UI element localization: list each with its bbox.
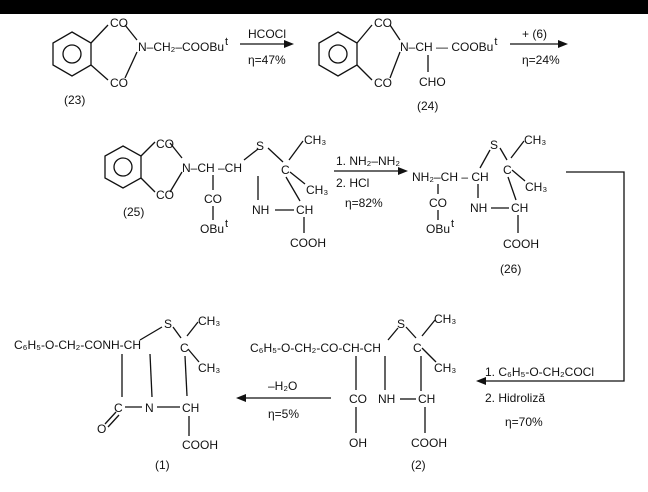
sulfur: S — [164, 317, 172, 331]
step-1: 1. C₆H₅-O-CH₂COCl — [485, 365, 594, 379]
carboxyl: COOH — [503, 237, 539, 251]
compound-23: CO CO N–CH₂–COOBut (23) — [52, 16, 228, 107]
methyl-a: CH₃ — [198, 314, 220, 328]
side-chain: C₆H₅-O-CH₂-CO-CH-CH — [250, 341, 381, 355]
methyl-b: CH₃ — [198, 361, 220, 375]
yield: η=70% — [505, 415, 543, 429]
lactam-nitrogen: N — [145, 401, 154, 415]
methyl-a: CH₃ — [524, 133, 546, 147]
methyl-b: CH₃ — [525, 180, 547, 194]
tert-butoxy: OBu — [200, 222, 224, 236]
oxo-oxygen: O — [97, 422, 106, 436]
sulfur: S — [256, 139, 264, 153]
reagent: + (6) — [522, 27, 547, 41]
methyl-b: CH₃ — [434, 361, 456, 375]
benzene-ring — [318, 31, 358, 77]
compound-label: (2) — [411, 458, 426, 472]
tert-superscript: t — [225, 36, 228, 48]
yield: η=47% — [248, 53, 286, 67]
top-black-band — [0, 0, 648, 14]
yield: η=5% — [268, 407, 299, 421]
sulfur: S — [490, 138, 498, 152]
tert-butoxy-line: OBut — [200, 218, 228, 236]
hydroxyl: OH — [349, 436, 367, 450]
side-chain: NH₂–CH – CH — [412, 170, 489, 184]
compound-1: C₆H₅-O-CH₂-CONH-CH S CH₃ C CH₃ O C N CH … — [14, 314, 220, 472]
side-chain: C₆H₅-O-CH₂-CONH-CH — [14, 338, 141, 352]
formyl-group: CHO — [419, 75, 446, 89]
aromatic-circle — [328, 44, 348, 64]
ring-ch: CH — [182, 401, 199, 415]
compound-label: (24) — [417, 99, 438, 113]
side-chain: N–CH — COOBu — [400, 40, 493, 54]
quaternary-carbon: C — [180, 341, 189, 355]
carbonyl-bottom: CO — [374, 76, 392, 90]
side-chain: N–CH –CH — [182, 161, 242, 175]
compound-label: (25) — [123, 205, 144, 219]
carboxyl: COOH — [182, 438, 218, 452]
aromatic-circle — [113, 157, 133, 177]
step-2: 2. Hidroliză — [485, 391, 545, 405]
tert-superscript: t — [494, 36, 497, 48]
reagent: HCOCl — [248, 27, 286, 41]
compound-2: C₆H₅-O-CH₂-CO-CH-CH CO OH S CH₃ C CH₃ NH… — [250, 312, 456, 472]
tert-butoxy-line: OBut — [426, 218, 454, 236]
compound-label: (1) — [155, 458, 170, 472]
carbonyl-top: CO — [156, 137, 174, 151]
benzene-ring — [52, 31, 92, 77]
compound-25: CO CO N–CH –CH CO OBut S CH₃ C CH₃ NH CH… — [104, 133, 328, 250]
reagent: –H₂O — [268, 379, 297, 393]
step-1: 1. NH₂–NH₂ — [336, 154, 400, 168]
ring-nh: NH — [252, 203, 269, 217]
ester-carbonyl: CO — [204, 192, 222, 206]
reaction-arrow-5: –H₂O η=5% — [236, 379, 331, 421]
step-2: 2. HCl — [336, 176, 369, 190]
reaction-arrow-4: 1. C₆H₅-O-CH₂COCl 2. Hidroliză η=70% — [476, 171, 625, 429]
compound-label: (23) — [64, 93, 85, 107]
tert-superscript: t — [225, 218, 228, 230]
carbonyl-bottom: CO — [110, 76, 128, 90]
ester-carbonyl: CO — [429, 196, 447, 210]
compound-26: NH₂–CH – CH CO OBut S CH₃ C CH₃ NH CH CO… — [412, 133, 547, 276]
tert-superscript: t — [451, 218, 454, 230]
yield: η=24% — [522, 53, 560, 67]
quaternary-carbon: C — [503, 163, 512, 177]
carbonyl-bottom: CO — [156, 188, 174, 202]
side-chain: N–CH₂–COOBu — [138, 40, 224, 54]
side-chain-line: N–CH₂–COOBut — [138, 36, 228, 54]
carbonyl-top: CO — [110, 16, 128, 30]
carboxyl: COOH — [411, 436, 447, 450]
yield: η=82% — [345, 196, 383, 210]
lactam-carbon: C — [114, 401, 123, 415]
ring-ch: CH — [296, 203, 313, 217]
methyl-a: CH₃ — [434, 312, 456, 326]
compound-24: CO CO N–CH — COOBut CHO (24) — [318, 16, 497, 113]
side-chain-line: N–CH — COOBut — [400, 36, 497, 54]
reaction-arrow-3: 1. NH₂–NH₂ 2. HCl η=82% — [334, 154, 408, 210]
methyl-b: CH₃ — [306, 183, 328, 197]
reaction-arrow-1: HCOCl η=47% — [240, 27, 294, 67]
methyl-a: CH₃ — [304, 133, 326, 147]
tert-butoxy: OBu — [426, 222, 450, 236]
reaction-arrow-2: + (6) η=24% — [510, 27, 568, 67]
compound-label: (26) — [500, 262, 521, 276]
carboxyl: COOH — [290, 236, 326, 250]
benzene-ring — [104, 145, 142, 189]
carbonyl-top: CO — [374, 16, 392, 30]
ring-ch: CH — [418, 392, 435, 406]
quaternary-carbon: C — [413, 341, 422, 355]
sulfur: S — [397, 317, 405, 331]
quaternary-carbon: C — [281, 163, 290, 177]
ring-nh: NH — [378, 392, 395, 406]
ring-nh: NH — [470, 201, 487, 215]
aromatic-circle — [62, 44, 82, 64]
ring-ch: CH — [511, 201, 528, 215]
carbonyl: CO — [349, 392, 367, 406]
